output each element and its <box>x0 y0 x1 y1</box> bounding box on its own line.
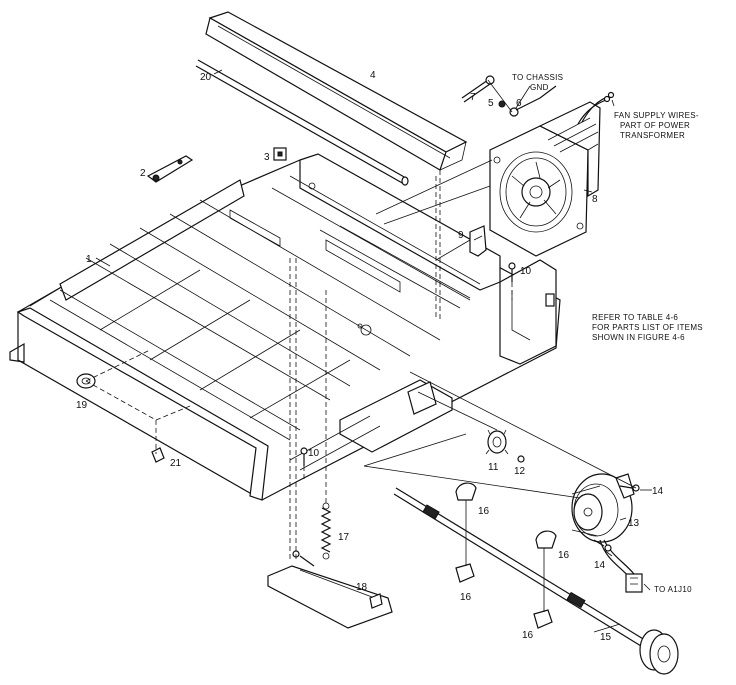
part-15-drive-shaft <box>393 487 679 675</box>
callout-leaders <box>95 69 652 633</box>
callout-3: 3 <box>264 152 270 163</box>
part-21-clip <box>151 447 165 463</box>
callout-4: 4 <box>370 70 376 81</box>
callout-1: 1 <box>86 254 92 265</box>
callout-19: 19 <box>76 400 88 411</box>
callout-10-lower: 10 <box>308 448 320 459</box>
part-16-clip-lower <box>533 609 553 629</box>
part-4-cover-rail <box>205 11 468 171</box>
callout-16-d: 16 <box>522 630 534 641</box>
note-to-a1j10: TO A1J10 <box>654 585 692 594</box>
note-fan-line-2: PART OF POWER <box>620 121 690 130</box>
callout-16-c: 16 <box>558 550 570 561</box>
callout-17: 17 <box>338 532 350 543</box>
note-fan-line-3: TRANSFORMER <box>620 131 685 140</box>
part-5-washer <box>498 100 506 108</box>
part-16-bushing-upper <box>455 482 477 501</box>
callout-21: 21 <box>170 458 182 469</box>
part-11-gear <box>485 429 509 455</box>
part-8-fan <box>489 101 601 257</box>
part-10-screw-upper <box>508 262 516 282</box>
callout-14-lower: 14 <box>594 560 606 571</box>
part-16-clip-upper <box>455 563 475 583</box>
callout-16-a: 16 <box>478 506 490 517</box>
note-refer-table: REFER TO TABLE 4-6 FOR PARTS LIST OF ITE… <box>592 313 703 342</box>
part-17-spring <box>320 502 332 560</box>
part-12-washer <box>517 455 525 463</box>
note-refer-line-2: FOR PARTS LIST OF ITEMS <box>592 323 703 332</box>
note-chassis-line-2: GND <box>530 83 549 92</box>
callout-numbers: 1 2 3 4 5 6 7 8 9 10 10 11 12 13 14 14 1… <box>76 70 664 643</box>
callout-15: 15 <box>600 632 612 643</box>
note-a1j10: TO A1J10 <box>654 585 692 594</box>
part-7-screw <box>461 75 495 103</box>
part-1-chassis-base <box>9 153 561 501</box>
fan-supply-wires <box>577 91 615 125</box>
part-14-screw-lower <box>593 539 612 552</box>
part-10-screw-lower <box>300 447 308 466</box>
note-fan-line-1: FAN SUPPLY WIRES- <box>614 111 699 120</box>
note-refer-line-3: SHOWN IN FIGURE 4-6 <box>592 333 685 342</box>
note-refer-line-1: REFER TO TABLE 4-6 <box>592 313 678 322</box>
part-2-latch-lever <box>146 155 194 183</box>
note-fan-supply-wires: FAN SUPPLY WIRES- PART OF POWER TRANSFOR… <box>614 111 699 140</box>
callout-9: 9 <box>458 230 464 241</box>
callout-20: 20 <box>200 72 212 83</box>
callout-2: 2 <box>140 168 146 179</box>
part-20-rod <box>195 59 409 186</box>
note-to-chassis-gnd: TO CHASSIS GND <box>512 73 563 92</box>
callout-8: 8 <box>592 194 598 205</box>
callout-16-b: 16 <box>460 592 472 603</box>
callout-14-right: 14 <box>652 486 664 497</box>
note-chassis-line-1: TO CHASSIS <box>512 73 563 82</box>
callout-12: 12 <box>514 466 526 477</box>
part-18-lever-plate <box>267 550 393 629</box>
part-9-bracket <box>469 225 487 257</box>
part-13-motor <box>571 473 635 543</box>
callout-10-upper: 10 <box>520 266 532 277</box>
callout-13: 13 <box>628 518 640 529</box>
callout-11: 11 <box>488 462 499 473</box>
assembly-guide-lines <box>85 79 637 612</box>
callout-18: 18 <box>356 582 368 593</box>
callout-7: 7 <box>470 92 476 103</box>
callout-5: 5 <box>488 98 494 109</box>
part-16-bushing-lower <box>535 530 557 549</box>
part-3-clip <box>273 147 287 161</box>
callout-6: 6 <box>516 98 522 109</box>
part-6-ground-lug <box>509 85 557 117</box>
